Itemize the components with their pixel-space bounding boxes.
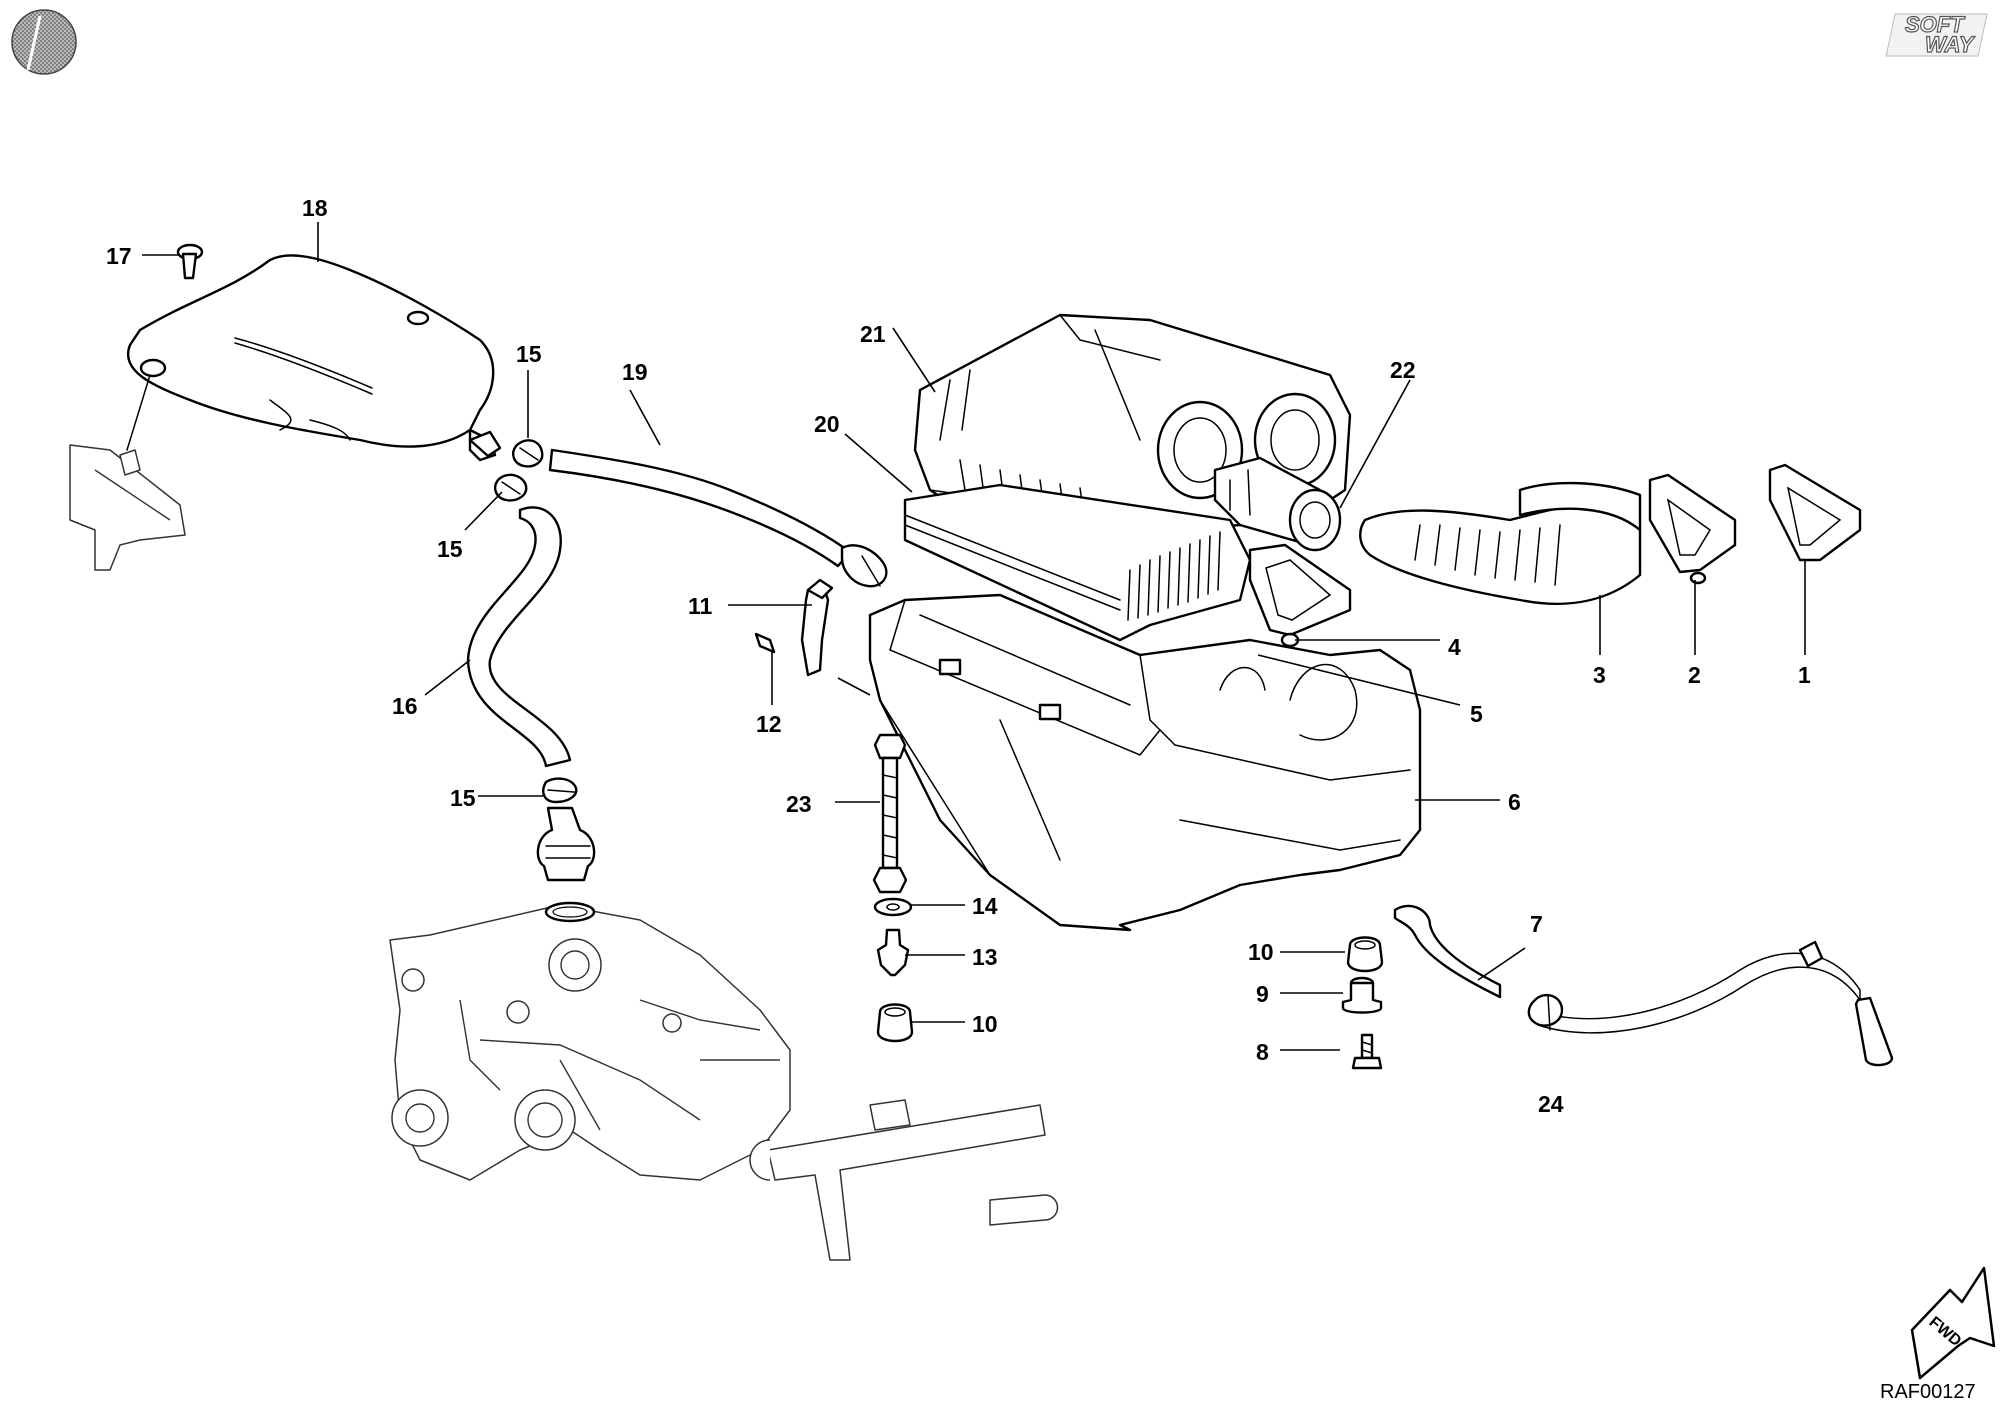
callout-16: 16 (392, 693, 418, 719)
callout-9: 9 (1256, 981, 1269, 1007)
part-24-hose-clip (1527, 993, 1564, 1031)
part-2-flange (1648, 473, 1737, 585)
part-7-drain-hose (1393, 904, 1894, 1067)
part-11-strap (800, 578, 834, 677)
part-12-pin (754, 632, 776, 654)
callout-23: 23 (786, 791, 812, 817)
forward-direction-arrow-icon: FWD (1910, 1266, 1996, 1380)
logo-line1: SOFT (1905, 12, 1965, 37)
part-10-grommet-left (876, 1003, 914, 1043)
part-10-grommet-right (1346, 936, 1384, 973)
engine-casting-reference (389, 904, 791, 1181)
manufacturer-emblem-icon (11, 9, 77, 75)
callout-1: 1 (1798, 662, 1811, 688)
part-8-bolt (1351, 1033, 1383, 1070)
callout-10-right: 10 (1248, 939, 1274, 965)
callout-2: 2 (1688, 662, 1701, 688)
part-15-clamp-middle (494, 473, 528, 502)
callout-19: 19 (622, 359, 648, 385)
callout-labels: 1 2 3 4 5 6 7 8 9 10 10 11 12 13 14 15 1… (106, 195, 1811, 1117)
callout-4: 4 (1448, 634, 1461, 660)
part-1-gasket (1768, 463, 1862, 562)
callout-20: 20 (814, 411, 840, 437)
hose-fitting (468, 430, 502, 458)
part-14-washer (873, 897, 913, 917)
part-16-curved-hose (466, 506, 572, 768)
part-3-intake-duct (1359, 481, 1642, 606)
drawing-code: RAF00127 (1880, 1381, 1976, 1403)
callout-24: 24 (1538, 1091, 1564, 1117)
part-19-breather-hose (548, 448, 888, 588)
part-4-gasket (1248, 543, 1352, 648)
callout-15-top: 15 (516, 341, 542, 367)
callout-7: 7 (1530, 911, 1543, 937)
frame-bracket-reference (69, 444, 186, 571)
logo-line2: WAY (1925, 32, 1976, 57)
part-15-clamp-lower (542, 777, 578, 804)
part-6-airbox-housing (868, 593, 1422, 932)
callout-21: 21 (860, 321, 886, 347)
leader-lines (142, 222, 1806, 1051)
callout-13: 13 (972, 944, 998, 970)
callout-17: 17 (106, 243, 132, 269)
part-13-fastener (876, 928, 910, 977)
part-18-breather-cover (126, 254, 497, 462)
callout-11: 11 (688, 593, 713, 619)
callout-12: 12 (756, 711, 782, 737)
part-23-stud (872, 733, 908, 894)
part-17-screw (176, 243, 204, 280)
callout-15-lower: 15 (450, 785, 476, 811)
part-9-spacer (1341, 976, 1383, 1014)
filter-pleats (1127, 531, 1221, 621)
vent-valve (536, 806, 596, 923)
callout-3: 3 (1593, 662, 1606, 688)
callout-5: 5 (1470, 701, 1483, 727)
callout-10-left: 10 (972, 1011, 998, 1037)
callout-15-middle: 15 (437, 536, 463, 562)
callout-22: 22 (1390, 357, 1416, 383)
callout-18: 18 (302, 195, 328, 221)
part-15-clamp-upper (512, 439, 544, 468)
part-22-intake-trumpet (1213, 456, 1342, 552)
callout-8: 8 (1256, 1039, 1269, 1065)
frame-tube-reference (749, 1099, 1059, 1261)
part-20-air-filter (903, 483, 1252, 642)
softway-logo: SOFT WAY (1885, 11, 1988, 58)
callout-14: 14 (972, 893, 998, 919)
callout-6: 6 (1508, 789, 1521, 815)
